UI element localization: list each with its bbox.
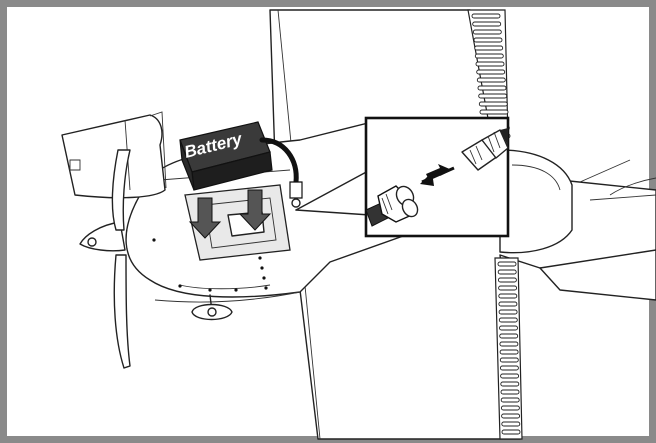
- wing-rib: [499, 341, 519, 347]
- wing-rib: [475, 61, 505, 67]
- connect-arrow: [420, 164, 455, 186]
- wing-rib: [499, 349, 519, 355]
- wing-rib: [497, 261, 517, 267]
- wing-rib: [478, 93, 508, 99]
- wing-rib: [476, 69, 506, 75]
- battery-lead: [259, 137, 303, 208]
- wing-rib: [473, 37, 503, 43]
- propeller: [111, 149, 131, 369]
- wing-rib: [499, 357, 519, 363]
- wing-rib: [500, 389, 520, 395]
- connector-callout: [364, 116, 510, 238]
- wing-rib-band: [467, 9, 523, 440]
- wing-rib: [498, 301, 518, 307]
- wing-rib: [501, 413, 521, 419]
- esc-connector: [461, 128, 509, 171]
- wing-rib: [471, 13, 501, 19]
- insert-arrow-right: [238, 189, 272, 231]
- tail-section: [499, 149, 656, 301]
- wing-rib: [474, 45, 504, 51]
- wing-rib: [472, 29, 502, 35]
- wing-rib: [501, 421, 521, 427]
- nose-gear: [191, 294, 233, 321]
- insert-arrow-left: [188, 197, 222, 239]
- wing-rib: [472, 21, 502, 27]
- nose-cowl: [79, 221, 126, 252]
- wing-rib: [498, 317, 518, 323]
- wing-rib: [499, 325, 518, 331]
- wing-rib: [499, 333, 519, 339]
- wing-rib: [500, 381, 520, 387]
- wing-rib: [476, 77, 506, 83]
- wing-rib: [479, 109, 509, 115]
- wing-rib: [498, 285, 518, 291]
- battery-pack: Battery: [179, 121, 273, 191]
- wing-rib: [500, 397, 520, 403]
- wing-rib: [501, 429, 521, 435]
- battery-connector: [365, 185, 419, 227]
- callout-pointer: [295, 169, 371, 216]
- wing-rib: [498, 309, 518, 315]
- wing-rib: [500, 405, 520, 411]
- wing-rib: [497, 277, 517, 283]
- wing-rib: [498, 293, 518, 299]
- wing-rib: [499, 365, 519, 371]
- wing-rib: [500, 373, 520, 379]
- wing-rib: [478, 101, 508, 107]
- wing-rib: [497, 269, 517, 275]
- wing-rib: [477, 85, 507, 91]
- wing-rib: [474, 53, 504, 59]
